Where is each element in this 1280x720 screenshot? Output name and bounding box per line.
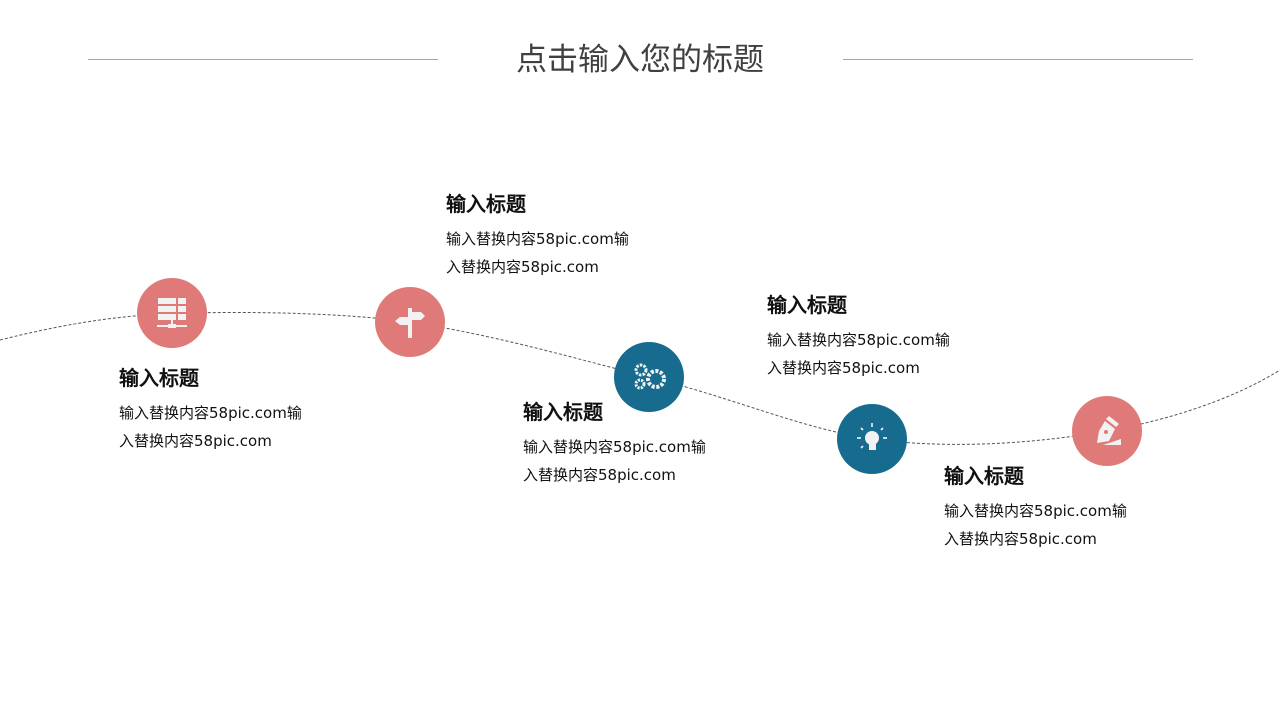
step-title: 输入标题 — [767, 293, 847, 317]
step-desc-line: 输入替换内容58pic.com输 — [446, 230, 629, 248]
step-4-node — [837, 404, 907, 474]
step-desc-line: 入替换内容58pic.com — [446, 258, 599, 276]
step-2-node — [375, 287, 445, 357]
step-5-node — [1072, 396, 1142, 466]
step-desc-line: 输入替换内容58pic.com输 — [767, 331, 950, 349]
step-desc-line: 输入替换内容58pic.com输 — [944, 502, 1127, 520]
step-desc-line: 入替换内容58pic.com — [944, 530, 1097, 548]
server-icon — [157, 298, 187, 328]
step-1-node — [137, 278, 207, 348]
step-1-text: 输入标题 输入替换内容58pic.com输入替换内容58pic.com — [119, 363, 302, 455]
step-title: 输入标题 — [523, 400, 603, 424]
step-3-node — [614, 342, 684, 412]
lightbulb-icon — [857, 423, 887, 450]
step-desc-line: 入替换内容58pic.com — [119, 432, 272, 450]
step-title: 输入标题 — [944, 464, 1024, 488]
step-3-text: 输入标题 输入替换内容58pic.com输入替换内容58pic.com — [523, 397, 706, 489]
step-desc-line: 输入替换内容58pic.com输 — [523, 438, 706, 456]
pen-nib-icon — [1097, 416, 1121, 445]
signpost-icon — [395, 308, 425, 338]
step-desc-line: 入替换内容58pic.com — [767, 359, 920, 377]
step-desc-line: 输入替换内容58pic.com输 — [119, 404, 302, 422]
page-title[interactable]: 点击输入您的标题 — [516, 42, 764, 78]
step-title: 输入标题 — [119, 366, 199, 390]
title-divider-right — [843, 59, 1193, 60]
step-title: 输入标题 — [446, 192, 526, 216]
step-2-text: 输入标题 输入替换内容58pic.com输入替换内容58pic.com — [446, 189, 629, 281]
gears-icon — [634, 363, 666, 390]
step-desc-line: 入替换内容58pic.com — [523, 466, 676, 484]
step-5-text: 输入标题 输入替换内容58pic.com输入替换内容58pic.com — [944, 461, 1127, 553]
title-divider-left — [88, 59, 438, 60]
step-4-text: 输入标题 输入替换内容58pic.com输入替换内容58pic.com — [767, 290, 950, 382]
